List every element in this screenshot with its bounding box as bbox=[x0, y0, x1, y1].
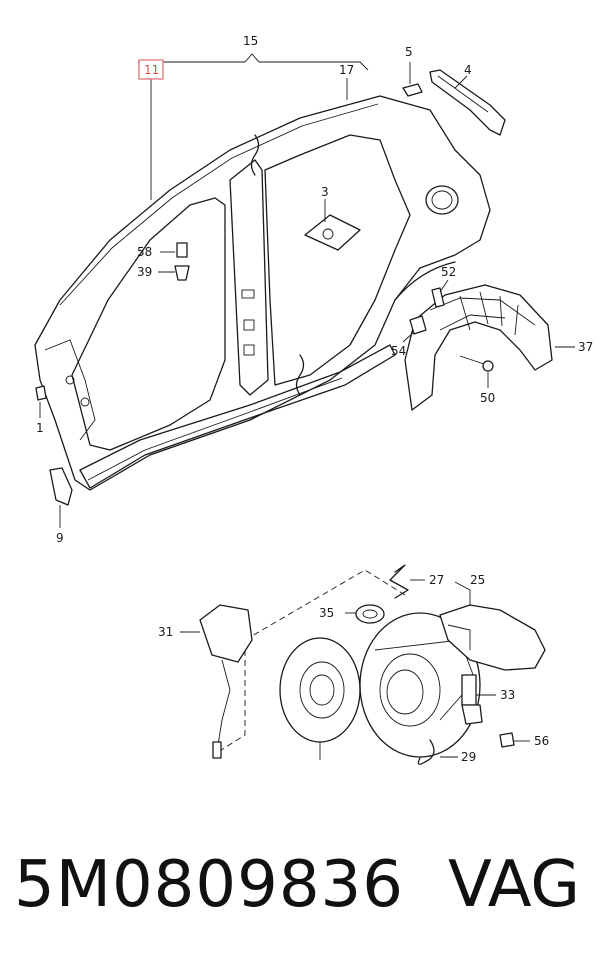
callout-25: 25 bbox=[470, 573, 485, 587]
fasteners-52-54-50 bbox=[409, 287, 494, 372]
callout-1: 1 bbox=[36, 421, 44, 435]
part-5-clip bbox=[402, 83, 423, 97]
callout-3: 3 bbox=[321, 185, 329, 199]
part-1-clip bbox=[35, 385, 47, 401]
callout-37: 37 bbox=[578, 340, 593, 354]
part-9-bracket bbox=[49, 467, 73, 506]
callout-54: 54 bbox=[391, 344, 406, 358]
fuel-flap-drawing bbox=[199, 564, 546, 765]
part-37-wheel-liner bbox=[404, 284, 553, 411]
callout-56: 56 bbox=[534, 734, 549, 748]
parts-diagram: 15 11 17 5 4 3 58 39 52 37 54 50 1 9 27 … bbox=[34, 34, 593, 765]
callout-29: 29 bbox=[461, 750, 476, 764]
callout-35: 35 bbox=[319, 606, 334, 620]
callout-50: 50 bbox=[480, 391, 495, 405]
callouts: 15 11 17 5 4 3 58 39 52 37 54 50 1 9 27 … bbox=[36, 34, 593, 764]
part-number: 5M0809836 bbox=[14, 848, 404, 922]
callout-15: 15 bbox=[243, 34, 258, 48]
callout-58: 58 bbox=[137, 245, 152, 259]
callout-4: 4 bbox=[464, 63, 472, 77]
callout-39: 39 bbox=[137, 265, 152, 279]
callout-52: 52 bbox=[441, 265, 456, 279]
callout-11-box bbox=[138, 59, 164, 80]
callout-9: 9 bbox=[56, 531, 64, 545]
part-3-bracket bbox=[304, 214, 361, 251]
fastener-58-39 bbox=[174, 242, 190, 281]
callout-11: 11 bbox=[144, 63, 159, 77]
brand-name: VAG bbox=[448, 848, 580, 922]
callout-31: 31 bbox=[158, 625, 173, 639]
leader-lines bbox=[39, 62, 575, 758]
callout-5: 5 bbox=[405, 45, 413, 59]
callout-33: 33 bbox=[500, 688, 515, 702]
side-panel-drawing bbox=[34, 53, 491, 491]
callout-17: 17 bbox=[339, 63, 354, 77]
part-4-strip bbox=[429, 69, 506, 136]
callout-27: 27 bbox=[429, 573, 444, 587]
